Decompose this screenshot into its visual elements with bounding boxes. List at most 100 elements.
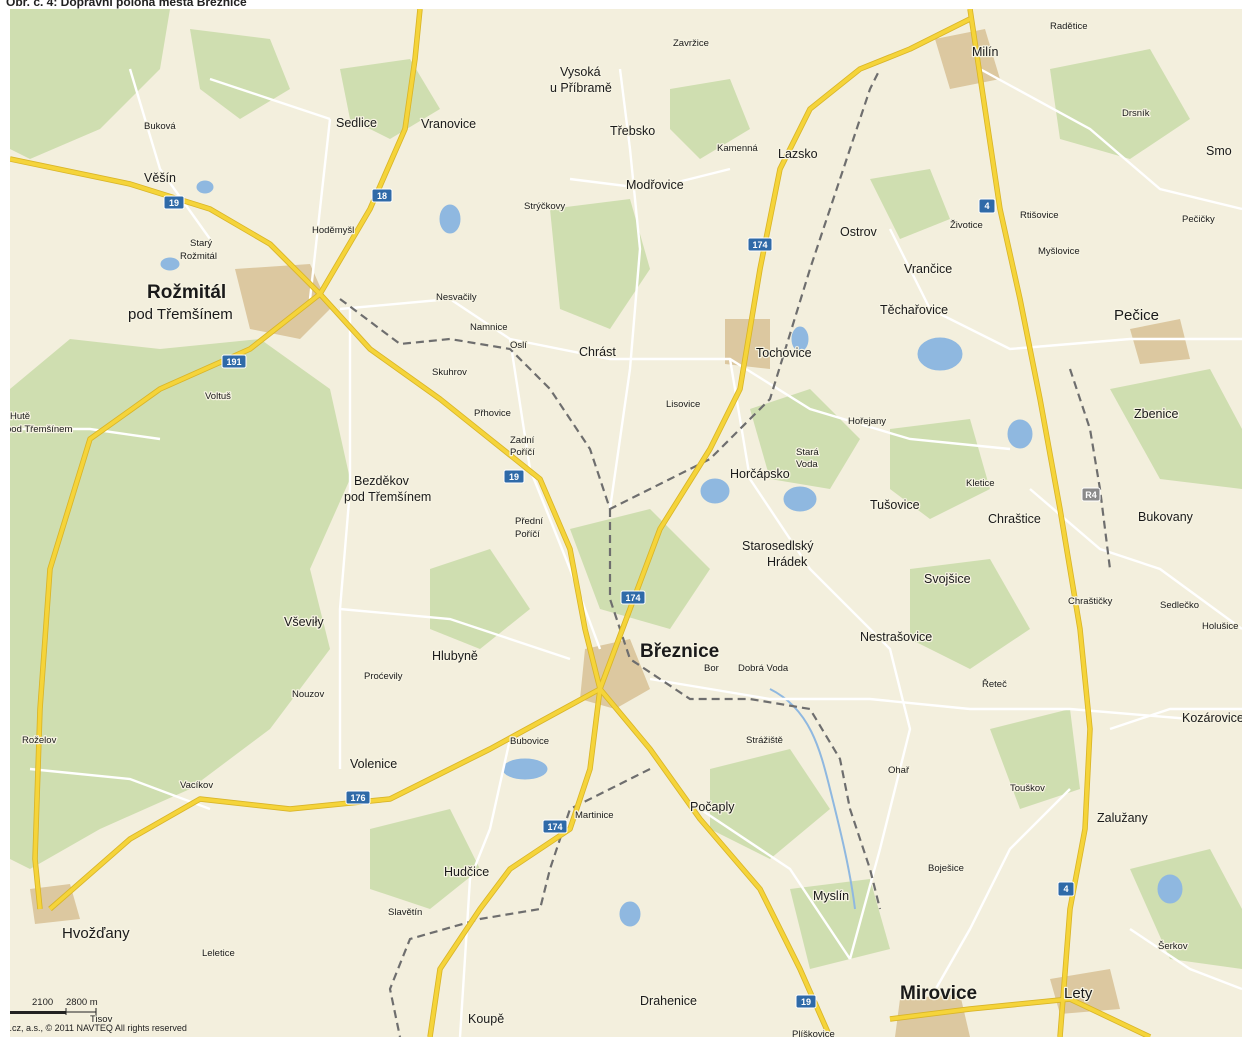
- road-shield-19: 19: [503, 469, 525, 484]
- village-label: Starý: [190, 238, 212, 249]
- road-shield-19: 19: [795, 994, 817, 1009]
- town-label: Těchařovice: [880, 303, 948, 317]
- town-label: Milín: [972, 45, 998, 59]
- town-label: Koupě: [468, 1012, 504, 1026]
- town-label: Zalužany: [1097, 811, 1148, 825]
- village-label: Touškov: [1010, 783, 1045, 794]
- town-label: Hrádek: [767, 555, 808, 569]
- town-label: Nestrašovice: [860, 630, 932, 644]
- town-label: Tušovice: [870, 498, 920, 512]
- village-label: Radětice: [1050, 21, 1088, 32]
- town-label: Lety: [1064, 985, 1093, 1002]
- village-label: Životice: [950, 220, 983, 231]
- town-label: pod Třemšínem: [344, 490, 431, 504]
- village-label: Voda: [796, 459, 818, 470]
- town-label: Kozárovice: [1182, 711, 1242, 725]
- village-label: Poříčí: [510, 447, 535, 458]
- village-label: Hořejany: [848, 416, 886, 427]
- road-shield-18: 18: [371, 188, 393, 203]
- road-shield-174: 174: [542, 819, 568, 834]
- town-label: Vševiły: [284, 615, 324, 629]
- village-label: Martinice: [575, 810, 614, 821]
- town-label-mirovice: Mirovice: [900, 983, 977, 1004]
- village-label: Přhovice: [474, 408, 511, 419]
- main-roads-fill: [10, 9, 1151, 1037]
- village-label: Šerkov: [1158, 941, 1188, 952]
- road-shield-4: 4: [978, 198, 996, 214]
- village-label: Dobrá Voda: [738, 663, 789, 674]
- village-label: Skuhrov: [432, 367, 467, 378]
- road-shield-176: 176: [345, 790, 371, 805]
- road-shield-174: 174: [747, 237, 773, 252]
- village-label: Buková: [144, 121, 176, 132]
- town-label: Smo: [1206, 144, 1232, 158]
- town-label: Horčápsko: [730, 467, 790, 481]
- village-label: Tisov: [90, 1014, 113, 1025]
- town-label: Modřovice: [626, 178, 684, 192]
- town-label-rozmital: Rožmitál: [147, 282, 226, 303]
- scale-label: 2100: [32, 997, 53, 1008]
- road-shield-label: 19: [509, 472, 519, 482]
- road-shield-label: 191: [226, 357, 241, 367]
- village-label: Rtišovice: [1020, 210, 1059, 221]
- town-label: Lazsko: [778, 147, 818, 161]
- road-shield-label: 174: [625, 593, 640, 603]
- village-label: Myšlovice: [1038, 246, 1080, 257]
- road-shield-label: 4: [984, 201, 989, 211]
- major-town-labels: Březnice Rožmitál pod Třemšínem Mirovice: [127, 281, 979, 1006]
- village-label: Stará: [796, 447, 819, 458]
- village-label: Kamenná: [717, 143, 758, 154]
- road-shield-label: 176: [350, 793, 365, 803]
- village-label: Proćevily: [364, 671, 403, 682]
- town-label: Vranovice: [421, 117, 476, 131]
- village-label: Nesvačily: [436, 292, 477, 303]
- road-shields: 19 18 191 19 174 174 174 176 4 4 R4 19: [163, 188, 1101, 1009]
- map-canvas[interactable]: 19 18 191 19 174 174 174 176 4 4 R4 19 B…: [10, 9, 1242, 1037]
- road-shield-label: 19: [801, 997, 811, 1007]
- village-label: Přední: [515, 516, 543, 527]
- village-label: Drsník: [1122, 108, 1150, 119]
- minor-roads: [10, 67, 1242, 1037]
- town-labels: Milín Lazsko Třebsko Modřovice Vysoká u …: [61, 44, 1242, 1028]
- village-label: Holušice: [1202, 621, 1238, 632]
- town-label: Starosedlský: [742, 539, 814, 553]
- town-label: Věšín: [144, 171, 176, 185]
- town-label: Počaply: [690, 800, 735, 814]
- figure-caption: Obr. č. 4: Dopravní poloha města Březnic…: [6, 0, 247, 9]
- village-label: Bubovice: [510, 736, 549, 747]
- village-label: pod Třemšínem: [10, 424, 72, 435]
- village-label: Bor: [704, 663, 719, 674]
- town-label-breznice: Březnice: [640, 641, 719, 662]
- village-label: Chraštičky: [1068, 596, 1113, 607]
- road-shield-label: 174: [547, 822, 562, 832]
- village-label: Voltuš: [205, 391, 231, 402]
- village-label: Slavětín: [388, 907, 422, 918]
- town-label: Volenice: [350, 757, 397, 771]
- settlement-areas: [30, 29, 1190, 1037]
- town-label-rozmital-sub: pod Třemšínem: [128, 306, 233, 323]
- town-label: Bezděkov: [354, 474, 410, 488]
- town-label: u Příbramě: [550, 81, 612, 95]
- village-label: Oslí: [510, 340, 527, 351]
- road-shield-label: 174: [752, 240, 767, 250]
- town-label: Myslín: [813, 889, 849, 903]
- village-label: Zavržice: [673, 38, 709, 49]
- town-label: Hudčice: [444, 865, 489, 879]
- village-label: Hutě: [10, 411, 30, 422]
- town-label: Třebsko: [610, 124, 655, 138]
- map-view[interactable]: 19 18 191 19 174 174 174 176 4 4 R4 19 B…: [10, 9, 1242, 1037]
- village-label: Sedlečko: [1160, 600, 1199, 611]
- town-label: Tochovice: [756, 346, 812, 360]
- town-label: Sedlice: [336, 116, 377, 130]
- town-label: Hvožďany: [62, 925, 130, 942]
- town-label: Hlubyně: [432, 649, 478, 663]
- village-label: Roželov: [22, 735, 57, 746]
- village-label: Poříčí: [515, 529, 540, 540]
- road-shield-label: 4: [1063, 884, 1068, 894]
- village-label: Zadní: [510, 435, 535, 446]
- forest-areas: [10, 9, 1242, 969]
- road-shield-label: R4: [1085, 490, 1097, 500]
- town-label: Pečice: [1114, 307, 1159, 324]
- town-label: Drahenice: [640, 994, 697, 1008]
- village-label: Nouzov: [292, 689, 324, 700]
